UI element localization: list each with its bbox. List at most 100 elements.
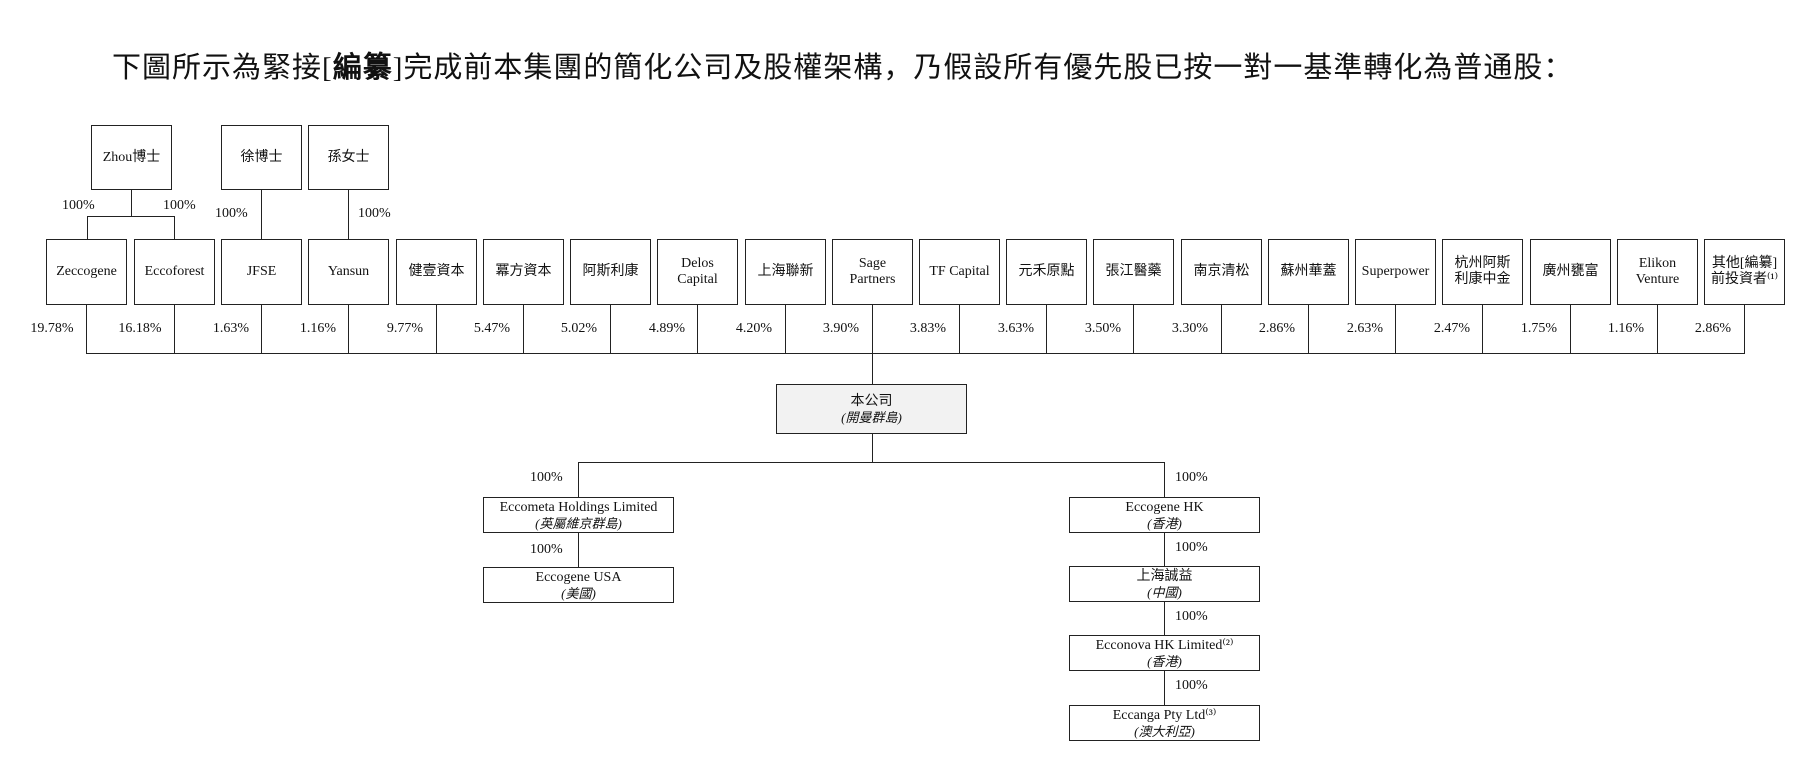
ownership-percentage: 2.63% bbox=[1346, 321, 1384, 336]
ownership-percentage: 5.02% bbox=[560, 321, 598, 336]
ownership-percentage: 5.47% bbox=[473, 321, 511, 336]
connector-line bbox=[872, 305, 873, 353]
connector-line bbox=[174, 216, 175, 239]
connector-bus bbox=[86, 353, 1745, 354]
ownership-percentage: 3.63% bbox=[997, 321, 1035, 336]
connector-line bbox=[1570, 305, 1571, 353]
shareholder-label: 張江醫藥 bbox=[1105, 264, 1162, 279]
shareholder-box: 上海聯新 bbox=[745, 239, 826, 305]
shareholder-box: 蘇州華蓋 bbox=[1268, 239, 1349, 305]
holder-label: Zhou博士 bbox=[102, 149, 161, 165]
company-box: 本公司 (開曼群島) bbox=[776, 384, 967, 434]
shareholder-box: 張江醫藥 bbox=[1093, 239, 1174, 305]
ownership-percentage: 2.47% bbox=[1433, 321, 1471, 336]
subsidiary-box: Eccogene USA (美國) bbox=[483, 567, 674, 603]
subsidiary-jurisdiction: (美國) bbox=[561, 585, 596, 601]
connector-line bbox=[872, 353, 873, 384]
ownership-percentage: 100% bbox=[1175, 540, 1208, 555]
title-redacted: 編纂 bbox=[332, 50, 393, 84]
subsidiary-jurisdiction: (中國) bbox=[1147, 584, 1182, 600]
subsidiary-box: Ecconova HK Limited⁽²⁾ (香港) bbox=[1069, 635, 1260, 671]
connector-line bbox=[86, 305, 87, 353]
subsidiary-name: Eccogene USA bbox=[535, 569, 622, 585]
connector-line bbox=[959, 305, 960, 353]
shareholder-box: Yansun bbox=[308, 239, 389, 305]
connector-line bbox=[1164, 602, 1165, 635]
ownership-percentage: 100% bbox=[358, 206, 391, 221]
shareholder-label: 元禾原點 bbox=[1018, 264, 1075, 279]
connector-line bbox=[1164, 671, 1165, 705]
shareholder-label: Yansun bbox=[327, 264, 370, 279]
connector-line bbox=[578, 533, 579, 567]
connector-line bbox=[1164, 462, 1165, 497]
connector-line bbox=[610, 305, 611, 353]
shareholder-label: JFSE bbox=[246, 264, 277, 279]
connector-line bbox=[261, 305, 262, 353]
connector-line bbox=[785, 305, 786, 353]
subsidiary-box: Eccogene HK (香港) bbox=[1069, 497, 1260, 533]
shareholder-label: 健壹資本 bbox=[408, 264, 465, 279]
connector-line bbox=[261, 190, 262, 239]
shareholder-box: Elikon Venture bbox=[1617, 239, 1698, 305]
shareholder-box: 阿斯利康 bbox=[570, 239, 651, 305]
connector-line bbox=[578, 462, 1165, 463]
connector-line bbox=[1133, 305, 1134, 353]
ownership-percentage: 100% bbox=[530, 470, 563, 485]
shareholder-box: 健壹資本 bbox=[396, 239, 477, 305]
subsidiary-name: Eccogene HK bbox=[1125, 499, 1204, 515]
subsidiary-name: 上海誠益 bbox=[1136, 568, 1193, 584]
shareholder-label: 蘇州華蓋 bbox=[1280, 264, 1337, 279]
connector-line bbox=[1395, 305, 1396, 353]
shareholder-label: Superpower bbox=[1361, 264, 1430, 279]
subsidiary-jurisdiction: (香港) bbox=[1147, 653, 1182, 669]
ownership-percentage: 100% bbox=[62, 198, 95, 213]
ownership-percentage: 16.18% bbox=[118, 321, 162, 336]
ownership-percentage: 19.78% bbox=[30, 321, 74, 336]
shareholder-box: Superpower bbox=[1355, 239, 1436, 305]
shareholder-label: 其他[編纂]前投資者⁽¹⁾ bbox=[1710, 256, 1779, 287]
shareholder-box: 冪方資本 bbox=[483, 239, 564, 305]
shareholder-box: Eccoforest bbox=[134, 239, 215, 305]
connector-line bbox=[697, 305, 698, 353]
connector-line bbox=[1221, 305, 1222, 353]
shareholder-label: 阿斯利康 bbox=[582, 264, 639, 279]
shareholder-label: Eccoforest bbox=[144, 264, 205, 279]
shareholder-box: TF Capital bbox=[919, 239, 1000, 305]
connector-line bbox=[436, 305, 437, 353]
ownership-percentage: 4.20% bbox=[735, 321, 773, 336]
ownership-percentage: 1.63% bbox=[212, 321, 250, 336]
title-text-end: 完成前本集團的簡化公司及股權架構，乃假設所有優先股已按一對一基準轉化為普通股： bbox=[403, 52, 1574, 84]
ownership-percentage: 100% bbox=[163, 198, 196, 213]
ownership-percentage: 3.50% bbox=[1084, 321, 1122, 336]
shareholder-label: TF Capital bbox=[929, 264, 990, 279]
ownership-percentage: 3.83% bbox=[909, 321, 947, 336]
company-jurisdiction: (開曼群島) bbox=[841, 409, 902, 425]
connector-line bbox=[1046, 305, 1047, 353]
connector-line bbox=[1482, 305, 1483, 353]
shareholder-box: JFSE bbox=[221, 239, 302, 305]
connector-line bbox=[87, 216, 88, 239]
title-text-start: 下圖所示為緊接 bbox=[112, 52, 323, 84]
shareholder-label: Delos Capital bbox=[677, 256, 718, 287]
subsidiary-jurisdiction: (英屬維京群島) bbox=[535, 515, 622, 531]
ownership-percentage: 2.86% bbox=[1258, 321, 1296, 336]
subsidiary-name: Eccanga Pty Ltd⁽³⁾ bbox=[1112, 707, 1217, 723]
shareholder-box: 元禾原點 bbox=[1006, 239, 1087, 305]
subsidiary-jurisdiction: (香港) bbox=[1147, 515, 1182, 531]
company-name: 本公司 bbox=[850, 393, 893, 409]
connector-line bbox=[1164, 533, 1165, 566]
ownership-percentage: 1.75% bbox=[1520, 321, 1558, 336]
shareholder-box: 南京清松 bbox=[1181, 239, 1262, 305]
shareholder-label: Zeccogene bbox=[56, 264, 117, 279]
ownership-percentage: 4.89% bbox=[648, 321, 686, 336]
shareholder-box: 杭州阿斯利康中金 bbox=[1442, 239, 1523, 305]
page-title: 下圖所示為緊接[編纂]完成前本集團的簡化公司及股權架構，乃假設所有優先股已按一對… bbox=[112, 44, 1573, 86]
connector-line bbox=[872, 434, 873, 462]
connector-line bbox=[578, 462, 579, 497]
ownership-percentage: 3.30% bbox=[1171, 321, 1209, 336]
holder-label: 孫女士 bbox=[327, 149, 370, 165]
shareholder-label: 廣州甕富 bbox=[1542, 264, 1599, 279]
connector-line bbox=[1744, 305, 1745, 353]
holder-box-xu: 徐博士 bbox=[221, 125, 302, 190]
connector-line bbox=[1308, 305, 1309, 353]
